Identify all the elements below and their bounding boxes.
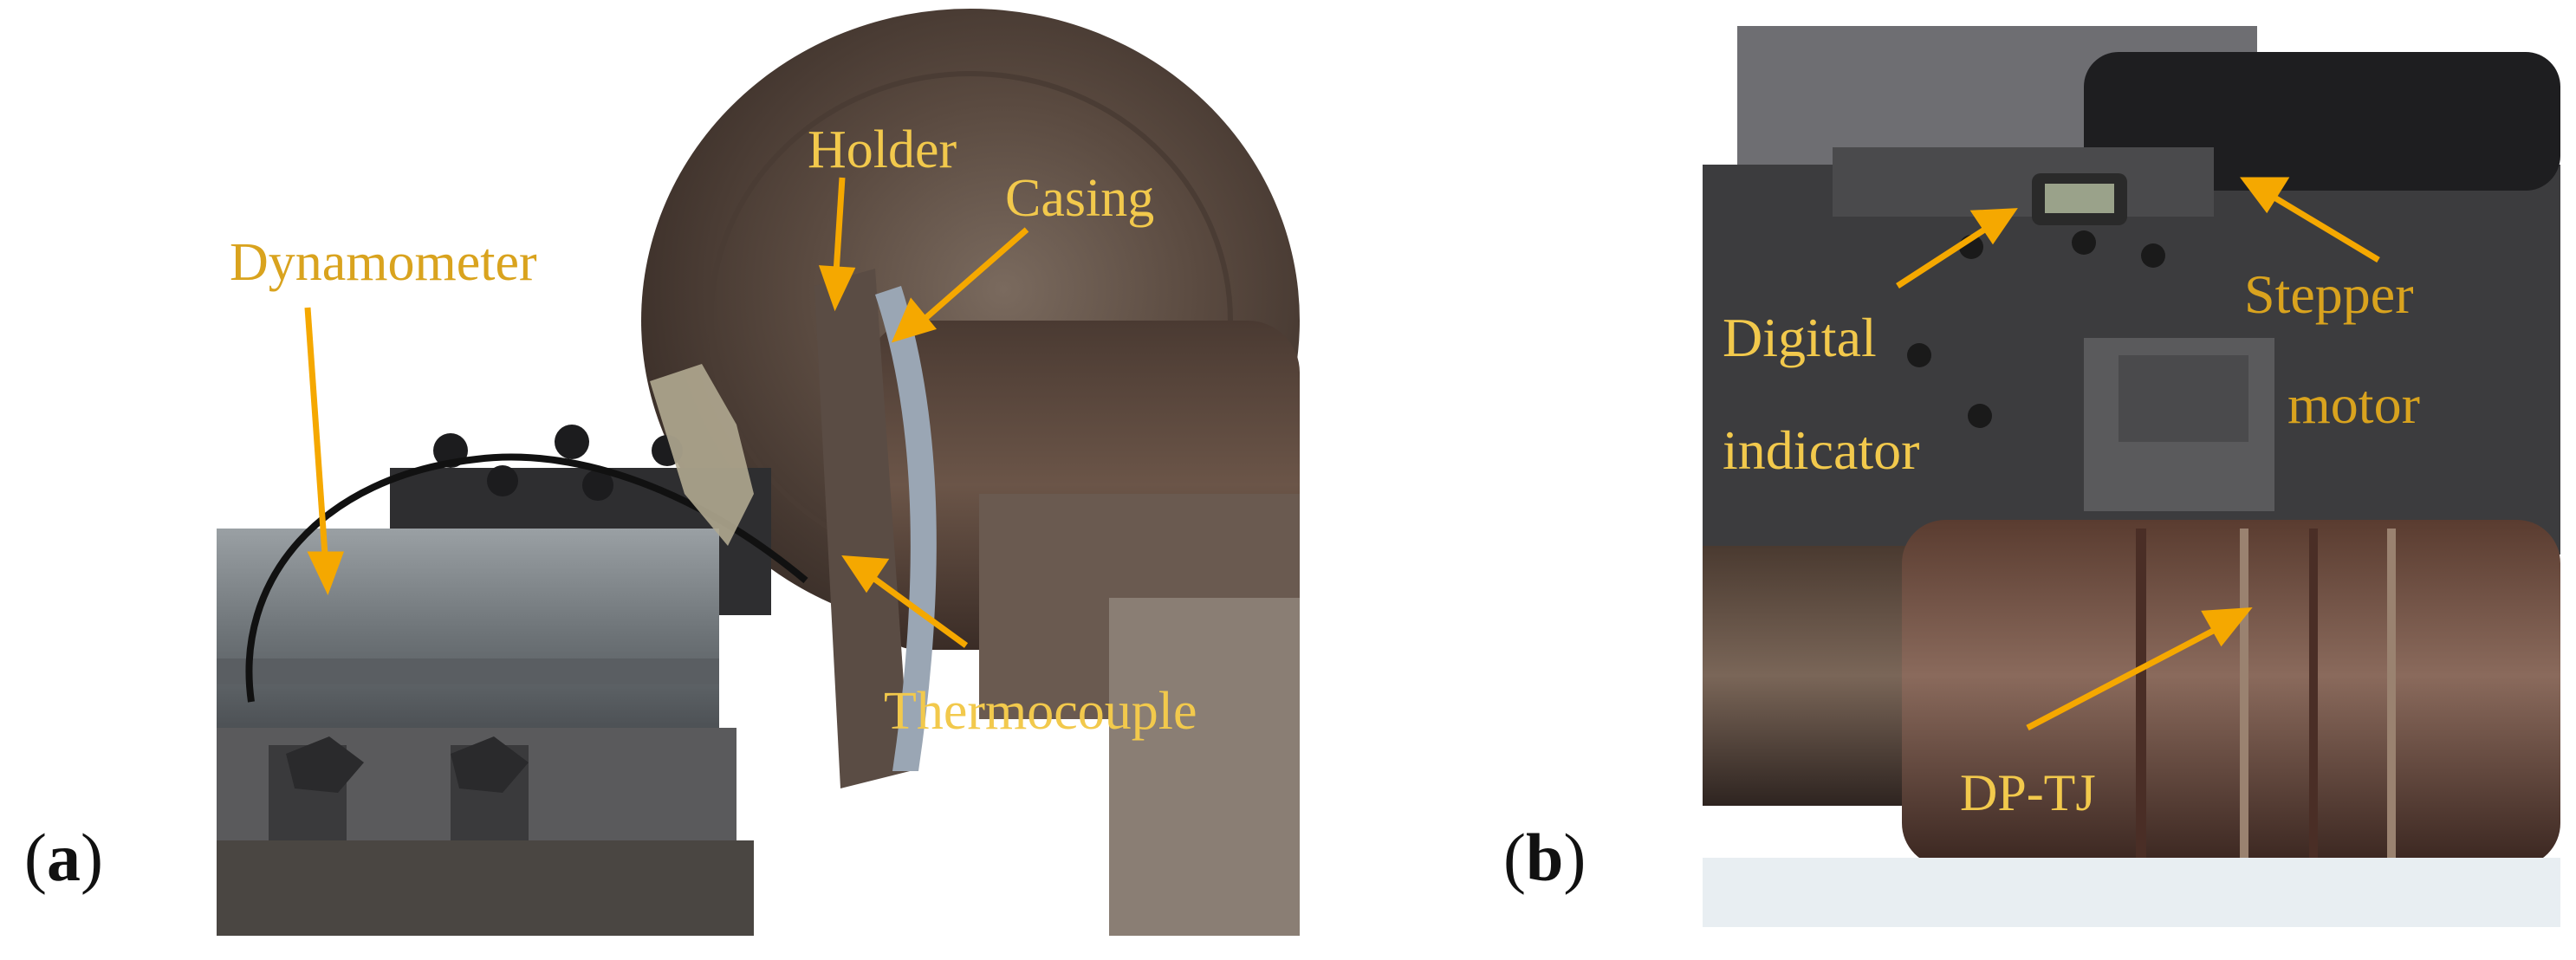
thermocouple-arrow xyxy=(868,574,969,648)
stepper-motor-label-line2: motor xyxy=(2287,373,2420,435)
casing-arrowhead xyxy=(891,297,938,343)
casing-label: Casing xyxy=(1005,169,1155,228)
casing xyxy=(875,286,937,771)
thermocouple-arrowhead xyxy=(841,555,890,594)
holder-plate xyxy=(814,269,910,788)
stepper-motor-arrowhead xyxy=(2240,177,2290,214)
holder-arrowhead xyxy=(818,265,856,312)
panel-a-label: (a) xyxy=(24,819,103,897)
photo-b-journal-setup xyxy=(1703,26,2560,927)
digital-indicator-arrowhead xyxy=(1969,208,2018,245)
digital-indicator-label-line2: indicator xyxy=(1723,419,1920,481)
photo-a-lathe-setup xyxy=(217,9,1300,936)
dynamometer-label: Dynamometer xyxy=(230,233,537,292)
paren-open: ( xyxy=(1503,820,1526,895)
dptj-arrowhead xyxy=(2201,606,2253,647)
photo-b-illustration xyxy=(1703,26,2560,927)
panel-letter: a xyxy=(46,820,81,895)
dp-tj-label: DP-TJ xyxy=(1960,764,2096,821)
paren-close: ) xyxy=(1563,820,1586,895)
holder-arrow xyxy=(833,177,846,274)
holder-label: Holder xyxy=(808,120,957,179)
digital-indicator-label-line1: Digital xyxy=(1723,307,1877,368)
paren-close: ) xyxy=(80,820,103,895)
dynamometer-arrowhead xyxy=(307,551,345,596)
dynamometer-arrow xyxy=(304,307,328,555)
panel-b-label: (b) xyxy=(1503,819,1586,897)
stepper-motor-arrow xyxy=(2268,191,2380,263)
paren-open: ( xyxy=(24,820,47,895)
photo-a-illustration xyxy=(217,9,1300,936)
digital-indicator-arrow xyxy=(1896,224,1990,289)
dptj-arrow xyxy=(2026,625,2220,731)
casing-arrow xyxy=(920,227,1029,323)
panel-a-arrows xyxy=(304,177,1029,648)
stepper-motor-label-line1: Stepper xyxy=(2244,263,2414,325)
thermocouple-label: Thermocouple xyxy=(884,682,1197,741)
panel-letter: b xyxy=(1525,820,1564,895)
dynamometer xyxy=(217,529,719,736)
